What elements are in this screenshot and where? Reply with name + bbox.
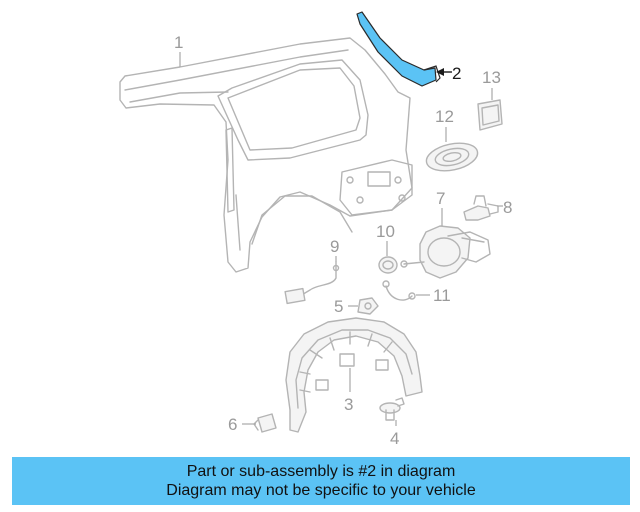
wheelhouse-liner-part-3[interactable]: [285, 317, 423, 433]
callout-4[interactable]: 4: [390, 429, 399, 448]
fuel-door-part-7[interactable]: [400, 225, 491, 279]
plug-part-6[interactable]: [253, 413, 277, 433]
clip-part-5[interactable]: [357, 297, 379, 315]
quarter-panel-part-1[interactable]: [119, 37, 413, 273]
callout-8[interactable]: 8: [503, 198, 512, 217]
callout-12[interactable]: 12: [435, 107, 454, 126]
trim-strip-part-2[interactable]: [356, 11, 441, 87]
leader-arrow-2: [436, 68, 444, 76]
grommet-part-10[interactable]: [378, 256, 398, 274]
callout-11[interactable]: 11: [433, 286, 451, 305]
badge-plate-part-13[interactable]: [477, 99, 503, 131]
callout-1[interactable]: 1: [174, 33, 183, 52]
clip-part-8[interactable]: [463, 195, 499, 221]
callout-2[interactable]: 2: [452, 64, 461, 83]
parts-diagram: 1 2 13 12 8 7 10: [119, 11, 512, 448]
callout-7[interactable]: 7: [436, 189, 445, 208]
push-pin-part-4[interactable]: [379, 397, 405, 421]
callout-6[interactable]: 6: [228, 415, 237, 434]
callout-3[interactable]: 3: [344, 395, 353, 414]
callout-10[interactable]: 10: [376, 222, 395, 241]
callout-13[interactable]: 13: [482, 68, 501, 87]
info-banner: Part or sub-assembly is #2 in diagram Di…: [12, 457, 630, 505]
hose-part-11[interactable]: [382, 280, 416, 301]
callout-9[interactable]: 9: [330, 237, 339, 256]
callout-5[interactable]: 5: [334, 297, 343, 316]
fuel-door-housing-part-12[interactable]: [424, 139, 480, 175]
banner-line-2: Diagram may not be specific to your vehi…: [166, 482, 476, 499]
banner-line-1: Part or sub-assembly is #2 in diagram: [186, 463, 456, 480]
release-cable-part-9[interactable]: [284, 261, 340, 305]
